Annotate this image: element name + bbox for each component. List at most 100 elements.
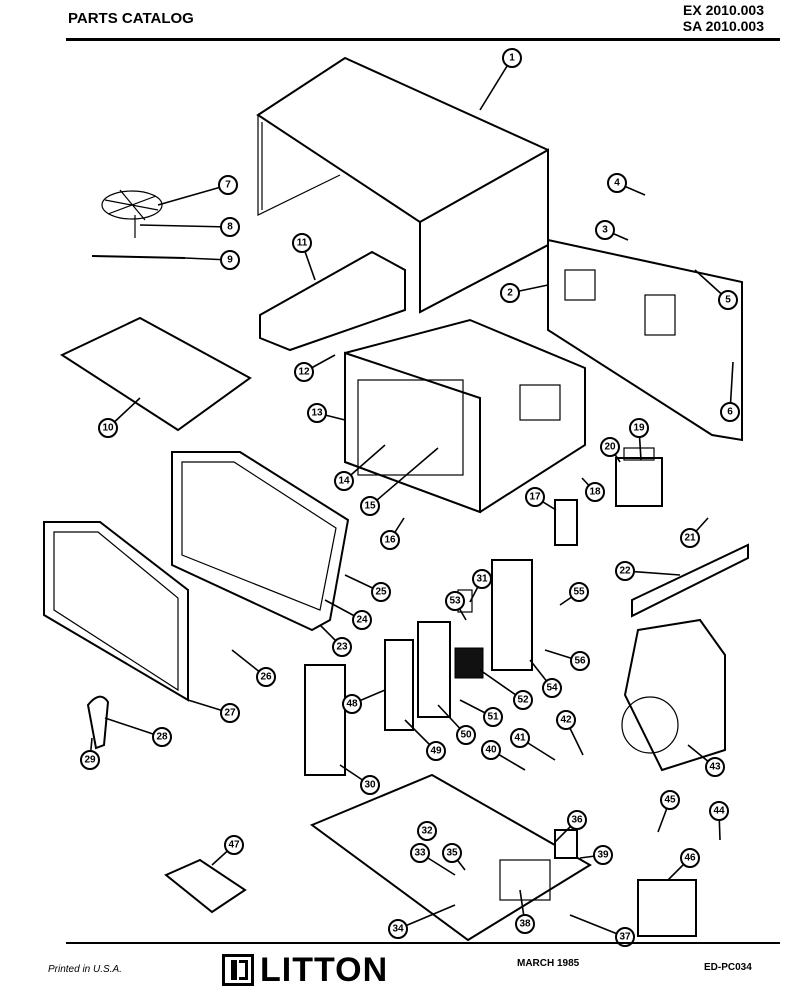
- callout-number-19: 19: [633, 423, 645, 434]
- callout-circle-18: [585, 482, 605, 502]
- leader-line-34: [397, 904, 456, 930]
- callout-number-23: 23: [336, 642, 348, 653]
- door-handle: [86, 695, 110, 750]
- callout-number-41: 41: [514, 733, 526, 744]
- callout-37: 37: [615, 927, 635, 947]
- door-assembly: [43, 451, 350, 702]
- callout-9: 9: [220, 250, 240, 270]
- callout-32: 32: [417, 821, 437, 841]
- callout-number-5: 5: [725, 295, 731, 306]
- callout-22: 22: [615, 561, 635, 581]
- callout-45: 45: [660, 790, 680, 810]
- callout-circle-25: [371, 582, 391, 602]
- callout-circle-35: [442, 843, 462, 863]
- callout-circle-29: [80, 750, 100, 770]
- callout-circle-55: [569, 582, 589, 602]
- callout-11: 11: [292, 233, 312, 253]
- callout-number-6: 6: [727, 407, 733, 418]
- callout-circle-4: [607, 173, 627, 193]
- callout-circle-23: [332, 637, 352, 657]
- callout-number-28: 28: [156, 732, 168, 743]
- callout-number-50: 50: [460, 730, 472, 741]
- callout-number-1: 1: [509, 53, 515, 64]
- callout-number-56: 56: [574, 656, 586, 667]
- callout-circle-42: [556, 710, 576, 730]
- printed-in-label: Printed in U.S.A.: [48, 964, 122, 975]
- callout-3: 3: [595, 220, 615, 240]
- control-panel-parts: [304, 499, 578, 776]
- back-panel: [547, 238, 743, 442]
- callout-50: 50: [456, 725, 476, 745]
- callout-circle-10: [98, 418, 118, 438]
- callout-circle-31: [472, 569, 492, 589]
- footer-rule: [66, 942, 780, 944]
- callout-52: 52: [513, 690, 533, 710]
- brand-name: LITTON: [260, 950, 389, 989]
- callout-number-51: 51: [487, 712, 499, 723]
- callout-number-45: 45: [664, 795, 676, 806]
- callout-number-16: 16: [384, 535, 396, 546]
- callout-48: 48: [342, 694, 362, 714]
- callout-number-35: 35: [446, 848, 458, 859]
- callout-circle-6: [720, 402, 740, 422]
- callout-number-3: 3: [602, 225, 608, 236]
- callout-circle-41: [510, 728, 530, 748]
- callout-circle-21: [680, 528, 700, 548]
- callout-number-27: 27: [224, 708, 236, 719]
- catalog-code: ED-PC034: [704, 962, 752, 973]
- callout-29: 29: [80, 750, 100, 770]
- callout-17: 17: [525, 487, 545, 507]
- callout-circle-39: [593, 845, 613, 865]
- callout-circle-56: [570, 651, 590, 671]
- callout-number-25: 25: [375, 587, 387, 598]
- callout-12: 12: [294, 362, 314, 382]
- base-plate: [59, 316, 252, 432]
- bracket: [259, 250, 406, 352]
- callout-4: 4: [607, 173, 627, 193]
- callout-number-55: 55: [573, 587, 585, 598]
- callout-circle-11: [292, 233, 312, 253]
- callout-10: 10: [98, 418, 118, 438]
- callout-circle-19: [629, 418, 649, 438]
- callout-circle-27: [220, 703, 240, 723]
- callout-circle-38: [515, 914, 535, 934]
- callout-number-22: 22: [619, 566, 631, 577]
- callout-14: 14: [334, 471, 354, 491]
- callout-47: 47: [224, 835, 244, 855]
- callout-circle-28: [152, 727, 172, 747]
- callout-23: 23: [332, 637, 352, 657]
- callout-number-44: 44: [713, 806, 725, 817]
- callout-circle-13: [307, 403, 327, 423]
- callout-number-15: 15: [364, 501, 376, 512]
- callout-39: 39: [593, 845, 613, 865]
- callout-53: 53: [445, 591, 465, 611]
- oven-cavity: [344, 318, 586, 514]
- callout-8: 8: [220, 217, 240, 237]
- callout-13: 13: [307, 403, 327, 423]
- catalog-date: MARCH 1985: [517, 958, 580, 969]
- callout-number-12: 12: [298, 367, 310, 378]
- callout-circle-47: [224, 835, 244, 855]
- callout-49: 49: [426, 741, 446, 761]
- callout-number-47: 47: [228, 840, 240, 851]
- callout-number-20: 20: [604, 442, 616, 453]
- callout-42: 42: [556, 710, 576, 730]
- callout-circle-54: [542, 678, 562, 698]
- callout-number-34: 34: [392, 924, 404, 935]
- callout-number-46: 46: [684, 853, 696, 864]
- blower-housing: [621, 618, 726, 772]
- callout-number-43: 43: [709, 762, 721, 773]
- callout-number-37: 37: [619, 932, 631, 943]
- callout-20: 20: [600, 437, 620, 457]
- leader-line-1: [479, 57, 513, 111]
- callout-circle-24: [352, 610, 372, 630]
- callout-number-40: 40: [485, 745, 497, 756]
- leader-line-15: [369, 447, 439, 507]
- callout-40: 40: [481, 740, 501, 760]
- callout-number-32: 32: [421, 826, 433, 837]
- callout-36: 36: [567, 810, 587, 830]
- callout-number-24: 24: [356, 615, 368, 626]
- callout-number-49: 49: [430, 746, 442, 757]
- brand-logo-icon: [222, 954, 254, 986]
- callout-number-7: 7: [225, 180, 231, 191]
